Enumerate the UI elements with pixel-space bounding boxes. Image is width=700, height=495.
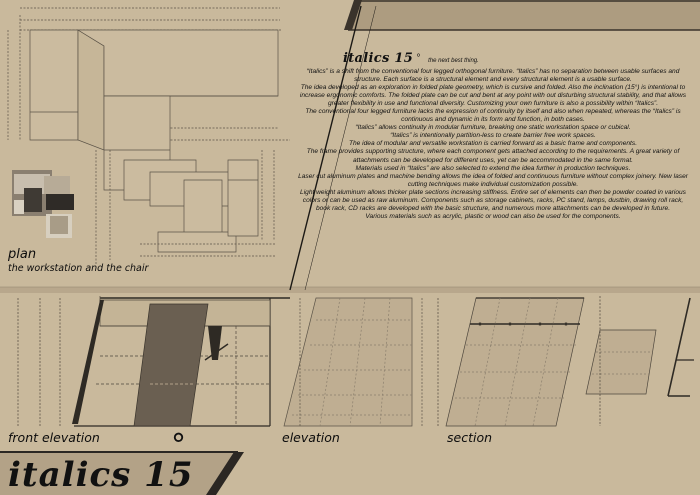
footer-degree: ° [171,428,186,463]
workstation-render [12,170,74,238]
text-title-degree: ° [416,53,421,64]
paragraph: The idea developed as an exploration in … [299,84,687,108]
paragraph: “Italics” allows continuity in modular f… [355,124,631,132]
paragraph: Various materials such as acrylic, plast… [365,212,621,220]
front-elevation-drawing [17,296,290,427]
plan-drawing [7,7,290,265]
front-elevation-caption: front elevation [8,430,100,445]
plan-caption: plan [8,247,37,262]
description-text: italics 15° the next best thing. “Italics… [297,52,689,221]
footer-band [0,452,238,495]
plan-subcaption: the workstation and the chair [8,263,149,274]
text-title-name: italics 15 [343,51,414,66]
tagline: the next best thing. [428,58,479,64]
section-caption: section [447,430,493,445]
header-band [348,0,700,30]
text-title: italics 15° the next best thing. [343,52,689,68]
elevation-caption: elevation [282,430,340,445]
paragraph: “Italics” is a shift from the convention… [306,68,680,84]
paragraph: Materials used in “Italics” are also sel… [355,164,631,172]
footer-title: italics 15 [8,455,194,495]
section-drawing [437,296,694,427]
elevation-drawing [283,297,423,427]
paragraph: The frame provides supporting structure,… [306,148,680,164]
paragraph: The conventional four legged furniture l… [305,108,681,124]
paragraph: Laser cut aluminum plates and machine be… [298,172,688,188]
paragraph: Light weight aluminum allows thicker pla… [300,188,686,212]
paragraph: “Italics” is intentionally partition-les… [390,132,596,140]
paragraph: The idea of modular and versatile workst… [348,140,638,148]
